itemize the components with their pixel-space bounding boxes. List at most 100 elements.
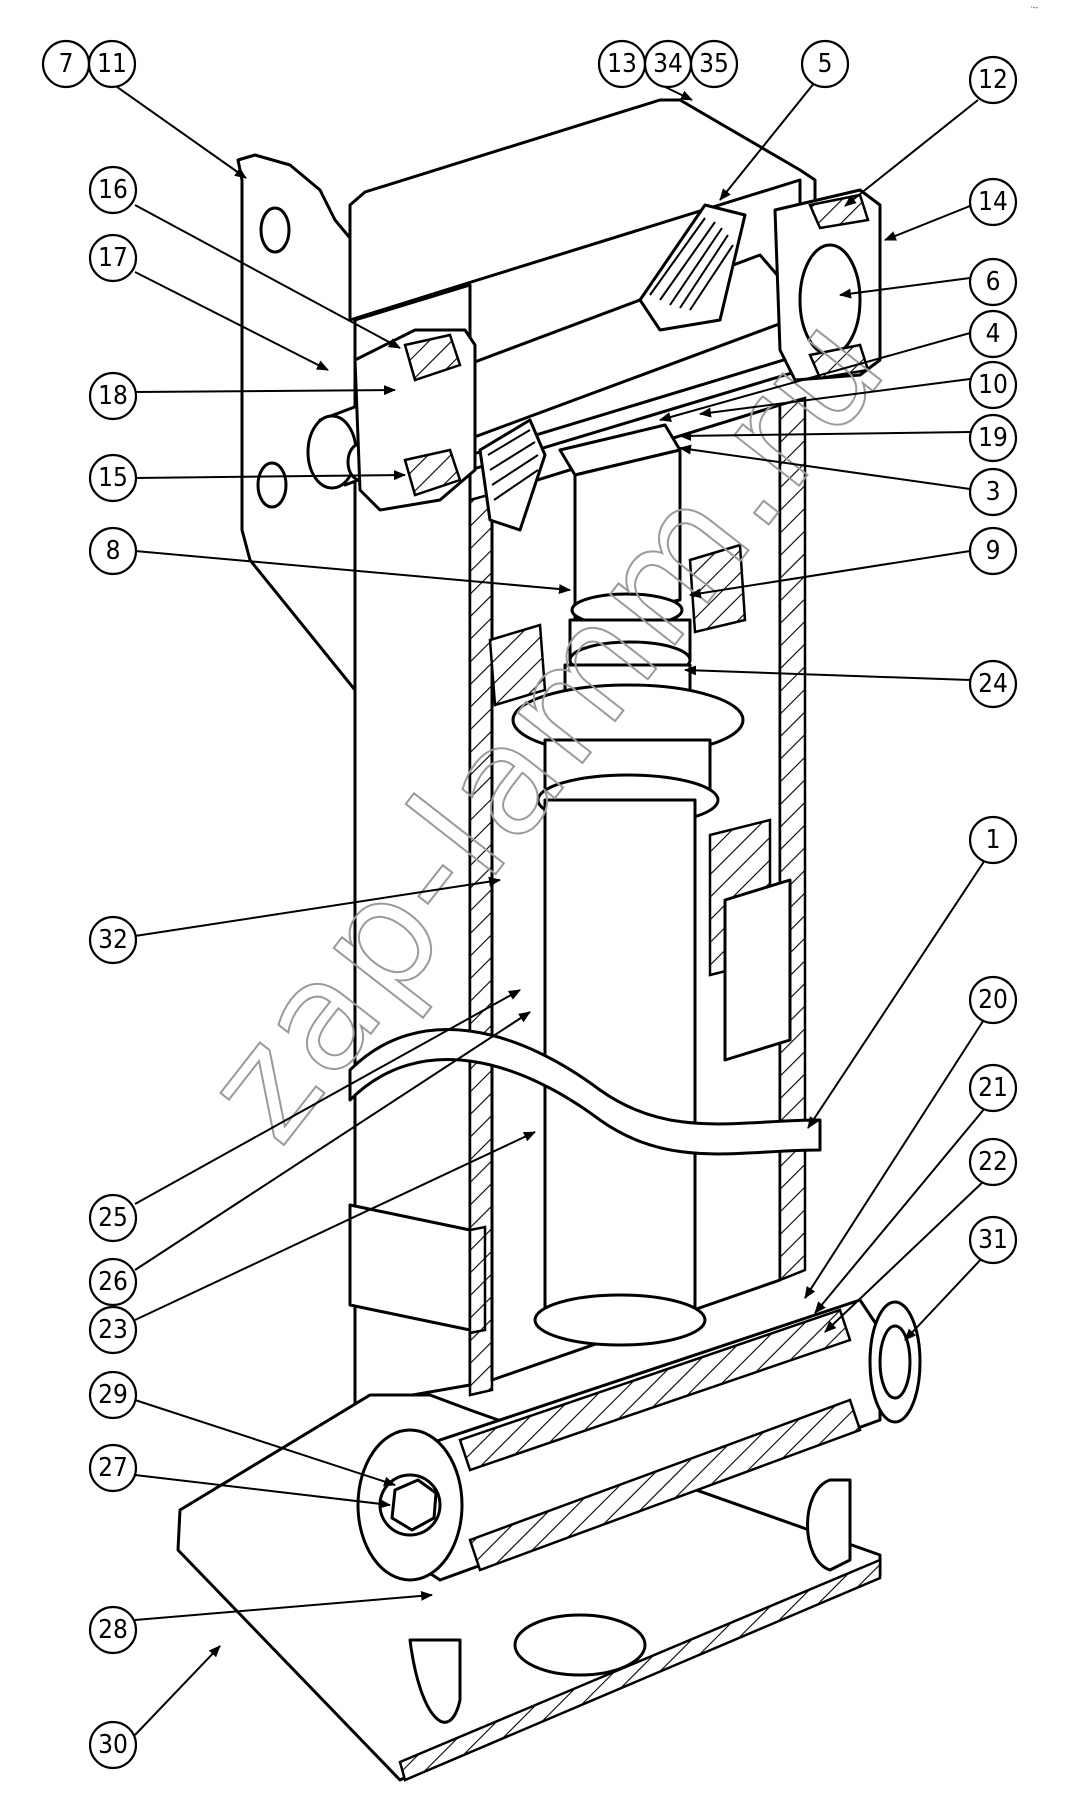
callout-24: 24 [968,659,1018,709]
leader-6 [839,277,971,299]
callout-1: 1 [968,815,1018,865]
svg-text:24: 24 [978,669,1008,699]
callout-10: 10 [968,360,1018,410]
svg-text:14: 14 [978,187,1008,217]
leader-20 [804,1017,986,1299]
callout-26: 26 [88,1257,138,1307]
callout-18: 18 [88,371,138,421]
leader-26 [134,1011,531,1271]
leader-1 [807,859,986,1129]
bevel-gear-upper [638,203,747,332]
svg-text:26: 26 [98,1267,128,1297]
callout-28: 28 [88,1605,138,1655]
svg-text:7: 7 [59,49,74,79]
svg-text:31: 31 [978,1225,1008,1255]
leader-28 [134,1590,433,1621]
leader-25 [134,989,521,1205]
callout-32: 32 [88,915,138,965]
leader-3 [679,444,971,490]
callout-34: 34 [643,39,693,89]
svg-text:30: 30 [98,1730,128,1760]
leader-5 [719,81,816,201]
leader-14 [884,205,971,241]
leader-22 [824,1179,986,1333]
svg-text:21: 21 [978,1073,1008,1103]
svg-text:1: 1 [986,825,1001,855]
svg-text:29: 29 [98,1380,128,1410]
leader-10 [699,378,971,418]
svg-text:19: 19 [978,423,1008,453]
svg-text:32: 32 [98,925,128,955]
leader-9 [689,550,971,599]
svg-text:12: 12 [978,65,1008,95]
callout-22: 22 [968,1137,1018,1187]
svg-text:5: 5 [818,49,833,79]
callout-30: 30 [88,1720,138,1770]
svg-text:16: 16 [98,175,128,205]
callout-23: 23 [88,1305,138,1355]
svg-text:13: 13 [607,49,637,79]
leader-17 [134,271,329,371]
callout-5: 5 [800,39,850,89]
svg-text:6: 6 [986,267,1001,297]
callout-9: 9 [968,526,1018,576]
leader-23 [134,1131,536,1321]
leader-30 [134,1645,221,1736]
leader-19 [679,430,971,441]
spindle-assembly [488,423,792,1347]
svg-text:34: 34 [653,49,683,79]
svg-text:18: 18 [98,381,128,411]
leader-27 [134,1474,391,1509]
leader-7-11 [109,81,247,179]
leader-16 [134,204,401,349]
pivot-pin [356,1298,922,1582]
svg-text:27: 27 [98,1453,128,1483]
svg-text:15: 15 [98,463,128,493]
callout-3: 3 [968,467,1018,517]
leader-8 [134,550,571,594]
leader-29 [134,1399,396,1487]
svg-text:25: 25 [98,1203,128,1233]
svg-text:35: 35 [699,49,729,79]
callout-6: 6 [968,257,1018,307]
callout-21: 21 [968,1063,1018,1113]
callout-15: 15 [88,453,138,503]
leader-18 [134,385,396,396]
svg-text:23: 23 [98,1315,128,1345]
callout-31: 31 [968,1215,1018,1265]
corner-mark: ·‐‐ [1030,3,1038,12]
callout-16: 16 [88,165,138,215]
callout-8: 8 [88,526,138,576]
callout-35: 35 [689,39,739,89]
svg-text:22: 22 [978,1147,1008,1177]
svg-text:20: 20 [978,985,1008,1015]
callout-27: 27 [88,1443,138,1493]
leader-4 [659,332,971,422]
callout-12: 12 [968,55,1018,105]
leader-lines [109,81,986,1736]
svg-text:10: 10 [978,370,1008,400]
base-plate [176,1393,882,1782]
callout-29: 29 [88,1370,138,1420]
callout-14: 14 [968,177,1018,227]
callout-20: 20 [968,975,1018,1025]
callout-13: 13 [597,39,647,89]
callout-17: 17 [88,233,138,283]
callout-19: 19 [968,413,1018,463]
svg-text:11: 11 [97,49,127,79]
svg-text:3: 3 [986,477,1001,507]
leader-24 [684,665,971,681]
svg-text:28: 28 [98,1615,128,1645]
callout-11: 11 [87,39,137,89]
leader-32 [134,876,501,937]
svg-text:4: 4 [986,319,1001,349]
callout-7: 7 [41,39,91,89]
leader-21 [814,1107,986,1314]
svg-text:8: 8 [106,536,121,566]
bevel-gear-lower [478,418,547,532]
right-bearing-housing [773,188,882,382]
svg-text:17: 17 [98,243,128,273]
break-section [348,1028,822,1156]
leader-31 [904,1254,986,1341]
